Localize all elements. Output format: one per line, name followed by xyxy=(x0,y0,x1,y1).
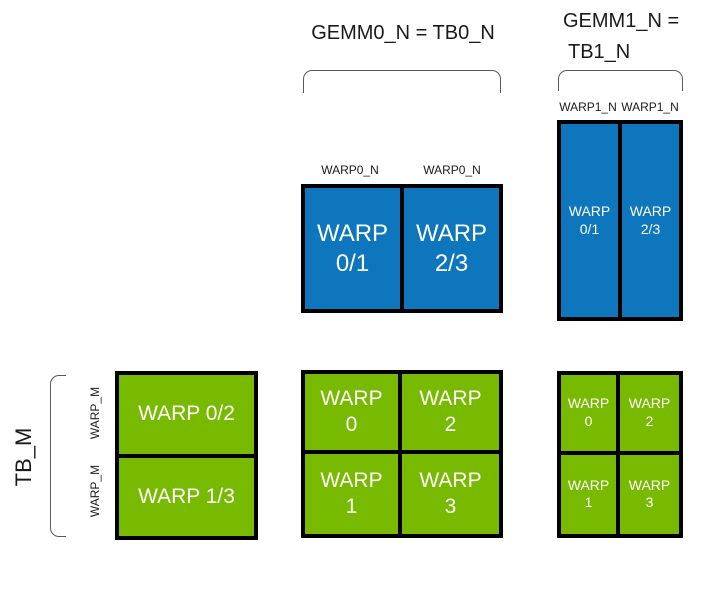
gemm1-warp-grid-block: WARP 0 WARP 2 WARP 1 WARP 3 xyxy=(557,371,683,538)
gemm0-accumulator-block: WARP 0/1 WARP 2/3 xyxy=(301,184,503,313)
warp-cell: WARP 0 xyxy=(561,375,620,455)
warp-cell-line2: 0 xyxy=(584,412,593,429)
warp-m-label-bottom: WARP_M xyxy=(88,464,102,518)
warp-cell-line1: WARP xyxy=(628,395,671,412)
tb-m-bracket xyxy=(50,375,66,537)
warp-cell-line1: WARP xyxy=(316,219,389,247)
warp-cell-line2: 3 xyxy=(444,495,457,518)
tb-m-label: TB_M xyxy=(11,427,36,487)
warp-cell-line1: WARP xyxy=(568,203,611,219)
warp-m-label-top: WARP_M xyxy=(88,386,102,440)
warp-cell: WARP 1 xyxy=(305,454,402,534)
warp-cell-line1: WARP xyxy=(320,468,383,492)
warp-cell-line2: 0/1 xyxy=(579,220,600,237)
warp-cell-line2: 3 xyxy=(645,494,654,511)
warp-cell-line1: WARP xyxy=(419,468,482,492)
warp1-n-label-left: WARP1_N xyxy=(559,100,617,114)
gemm1-n-bracket xyxy=(558,70,683,91)
gemm1-n-title-line2: TB1_N xyxy=(568,41,631,63)
gemm1-n-title-line1: GEMM1_N = xyxy=(563,10,680,32)
warp-cell: WARP 2 xyxy=(620,375,679,455)
warp-cell: WARP 2 xyxy=(402,374,499,454)
warp-cell-line2: 2/3 xyxy=(434,249,469,277)
warp-cell-label: WARP 0/2 xyxy=(138,402,235,426)
warp-cell: WARP 1 xyxy=(561,454,620,534)
warp-cell-line2: 2 xyxy=(444,413,457,436)
warp-cell: WARP 1/3 xyxy=(119,458,254,537)
warp-cell: WARP 2/3 xyxy=(622,124,679,317)
gemm0-n-title: GEMM0_N = TB0_N xyxy=(311,22,495,44)
warp-cell: WARP 0/2 xyxy=(119,375,254,458)
tb-m-operand-block: WARP 0/2 WARP 1/3 xyxy=(115,371,258,540)
gemm0-n-bracket xyxy=(303,70,501,93)
warp-cell: WARP 0/1 xyxy=(305,188,404,309)
warp-cell-line1: WARP xyxy=(628,476,671,493)
warp-cell: WARP 0/1 xyxy=(561,124,622,317)
warp-cell-label: WARP 1/3 xyxy=(138,484,235,508)
warp0-n-label-left: WARP0_N xyxy=(321,163,379,177)
gemm0-warp-grid-block: WARP 0 WARP 2 WARP 1 WARP 3 xyxy=(301,370,503,538)
warp-cell-line1: WARP xyxy=(567,476,610,493)
warp-cell: WARP 3 xyxy=(620,455,679,535)
warp1-n-label-right: WARP1_N xyxy=(621,100,679,114)
warp-cell: WARP 0 xyxy=(305,374,402,454)
warp-cell-line2: 1 xyxy=(345,495,358,518)
warp-cell-line1: WARP xyxy=(320,386,383,410)
warp-cell-line1: WARP xyxy=(419,386,482,410)
warp0-n-label-right: WARP0_N xyxy=(423,163,481,177)
warp-cell-line2: 2 xyxy=(645,412,654,429)
warp-cell: WARP 3 xyxy=(402,454,499,534)
warp-cell-line1: WARP xyxy=(415,219,488,247)
warp-cell: WARP 2/3 xyxy=(404,188,499,309)
warp-cell-line1: WARP xyxy=(629,203,672,219)
warp-cell-line2: 0/1 xyxy=(335,249,370,277)
warp-cell-line1: WARP xyxy=(567,395,610,412)
warp-cell-line2: 0 xyxy=(345,413,358,436)
gemm1-accumulator-block: WARP 0/1 WARP 2/3 xyxy=(557,120,683,321)
gemm1-n-title: GEMM1_N = TB1_N xyxy=(563,6,679,68)
warp-cell-line2: 1 xyxy=(584,494,593,511)
warp-cell-line2: 2/3 xyxy=(640,220,661,237)
